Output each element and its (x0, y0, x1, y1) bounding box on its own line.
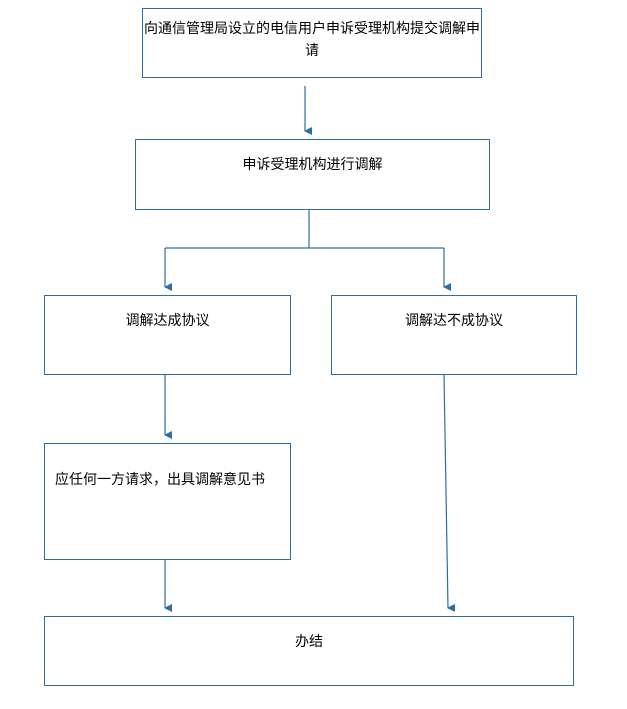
node-disagree: 调解达不成协议 (331, 295, 577, 375)
node-agree-label: 调解达成协议 (125, 313, 210, 329)
node-apply-label: 向通信管理局设立的电信用户申诉受理机构提交调解申请 (144, 21, 480, 59)
node-issue-label: 应任何一方请求，出具调解意见书 (55, 472, 265, 488)
node-issue: 应任何一方请求，出具调解意见书 (44, 443, 291, 560)
node-mediate: 申诉受理机构进行调解 (135, 139, 490, 210)
node-apply: 向通信管理局设立的电信用户申诉受理机构提交调解申请 (142, 8, 482, 78)
node-disagree-label: 调解达不成协议 (405, 313, 503, 329)
node-mediate-label: 申诉受理机构进行调解 (242, 157, 383, 173)
arrow-disagree-to-end (443, 374, 456, 612)
node-end-label: 办结 (295, 634, 323, 650)
node-agree: 调解达成协议 (44, 295, 291, 375)
node-end: 办结 (44, 616, 574, 686)
